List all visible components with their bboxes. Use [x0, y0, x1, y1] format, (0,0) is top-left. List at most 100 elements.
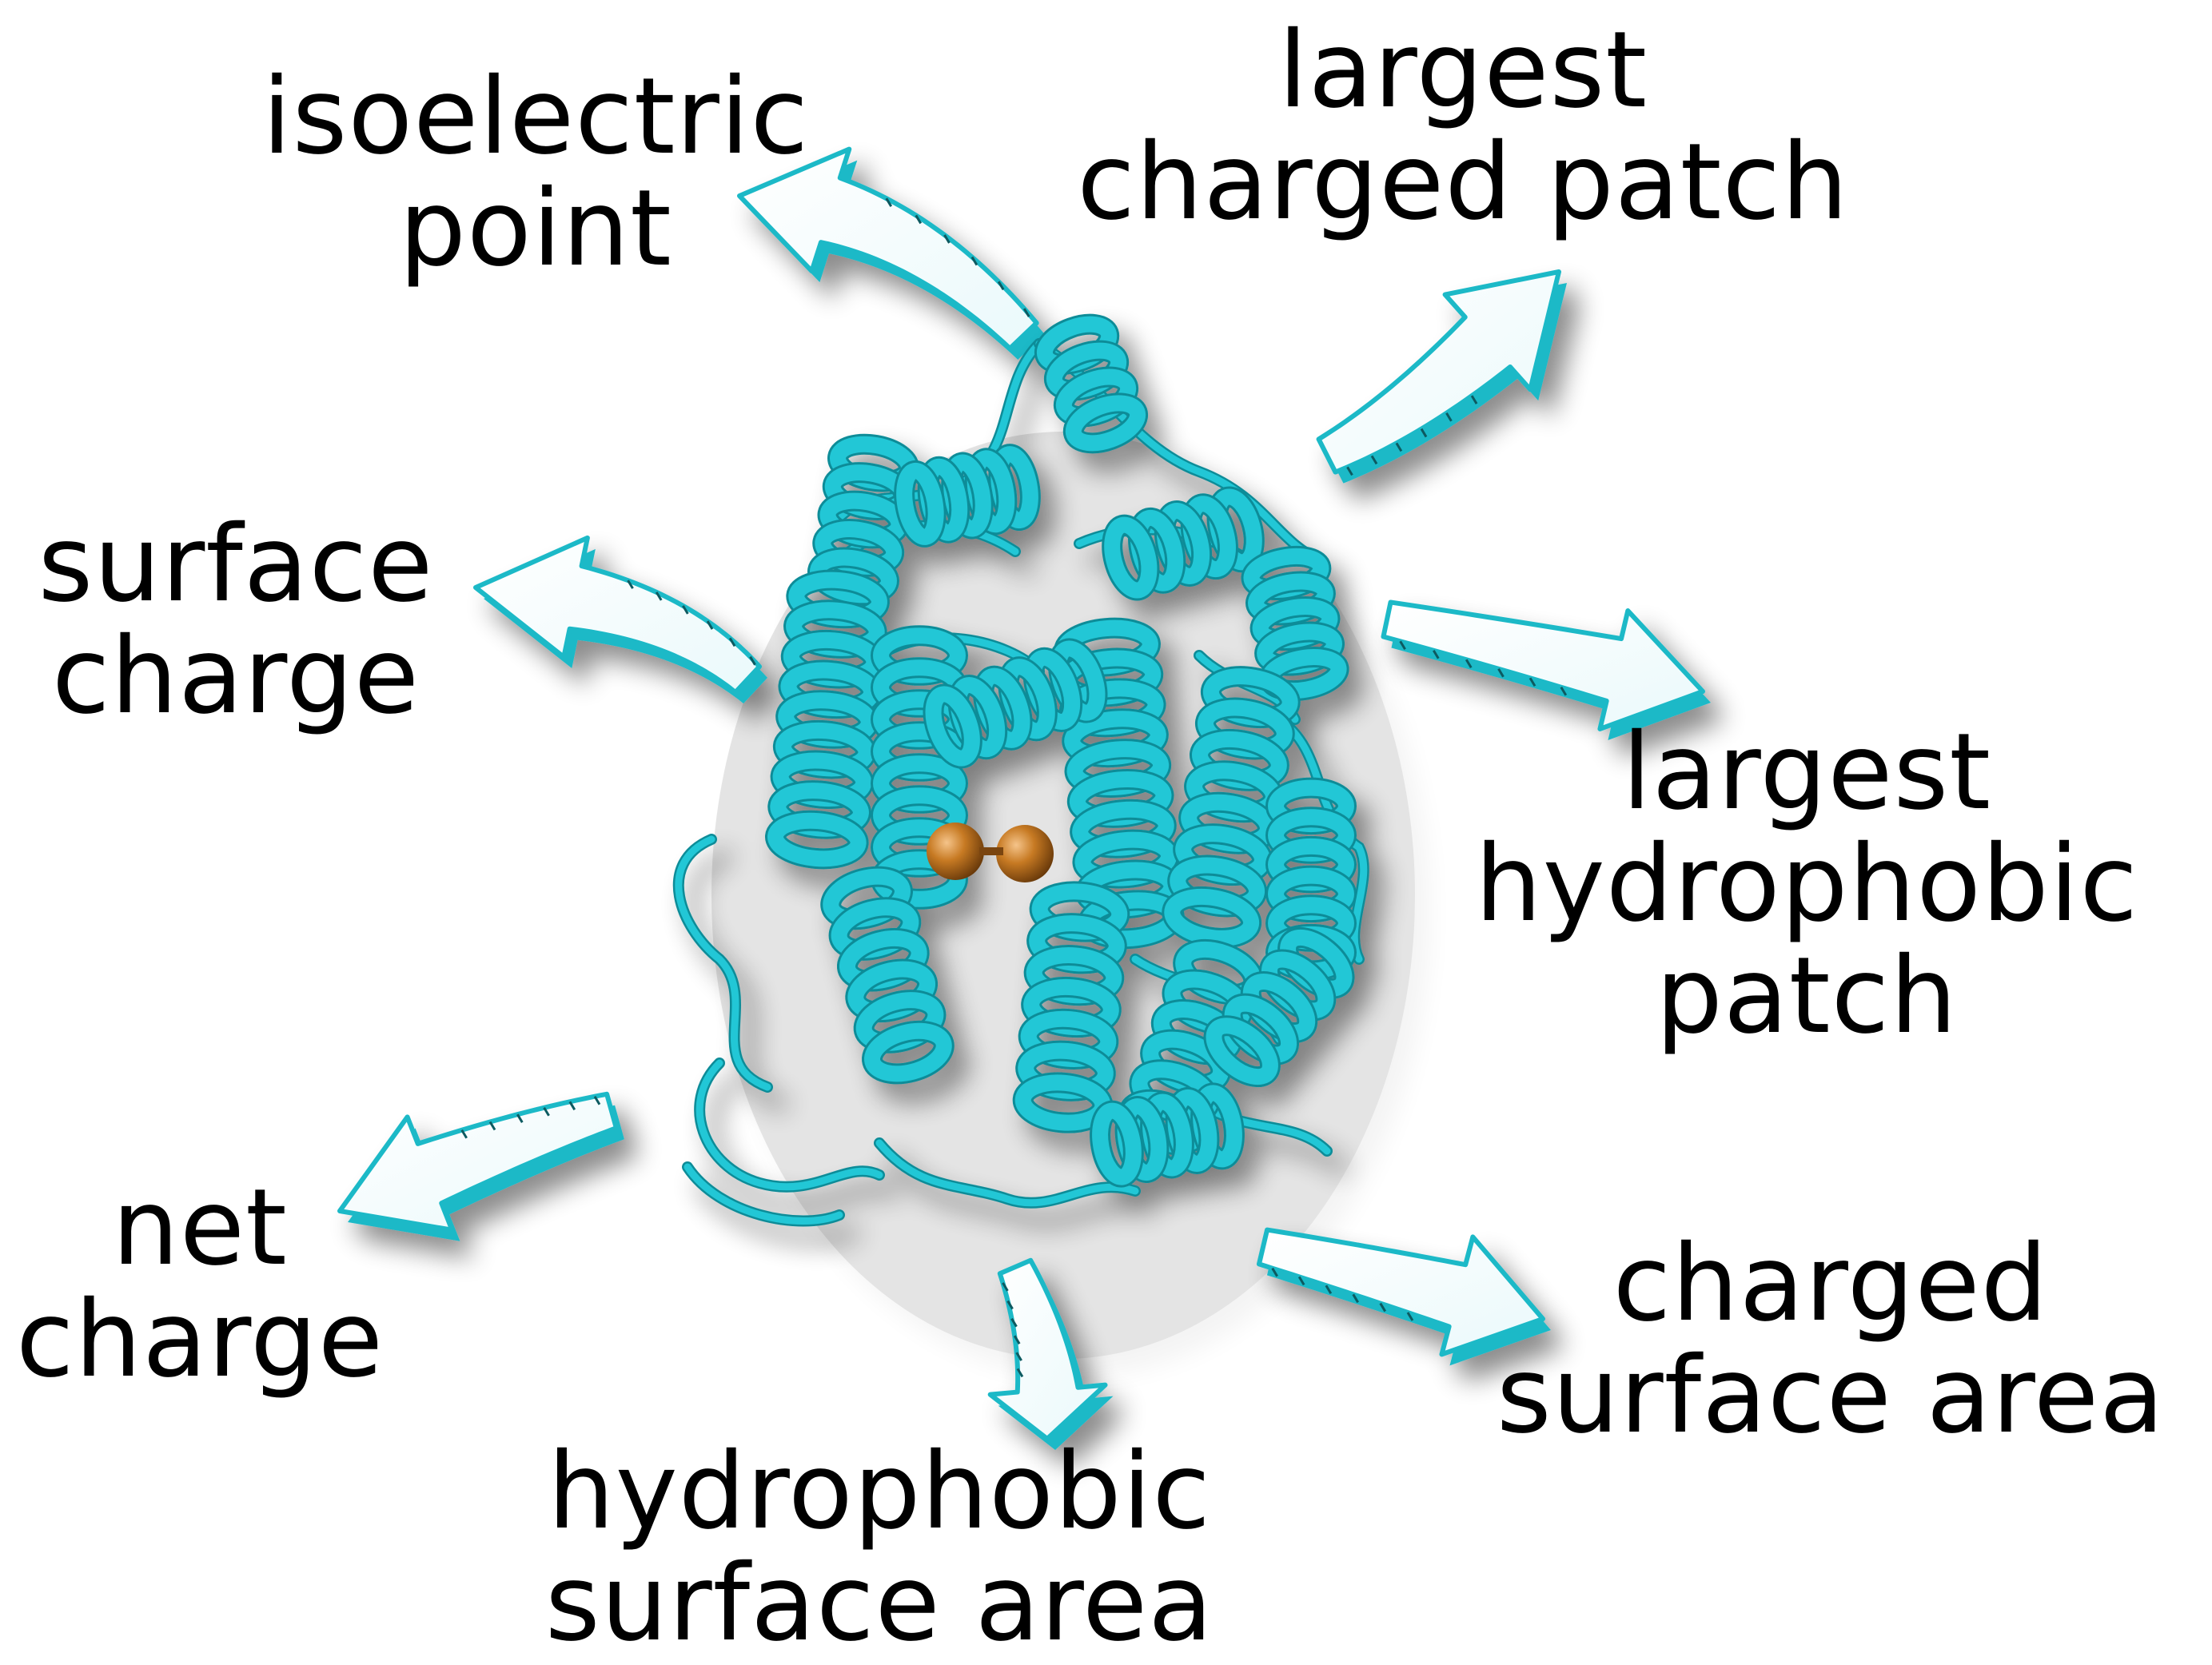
arrow-surface-charge — [473, 535, 768, 704]
arrow-hatch — [1420, 428, 1428, 438]
arrow-hatch — [1013, 1335, 1021, 1344]
arrow-hatch — [885, 197, 893, 207]
ion-bond — [979, 847, 1003, 855]
arrow-hatch — [682, 605, 689, 615]
alpha-helix — [894, 444, 1041, 548]
arrow-isoelectric-point — [737, 146, 1045, 360]
arrow-hatch — [1002, 1282, 1009, 1292]
arrow-hatch — [943, 234, 951, 244]
label-largest-charged-patch: largest charged patch — [1015, 18, 1911, 235]
arrow-hatch — [1370, 455, 1378, 465]
alpha-helix — [1090, 1082, 1245, 1188]
label-line: charge — [15, 1278, 385, 1401]
label-line: charge — [51, 615, 420, 738]
arrow-hatch — [1010, 1317, 1018, 1328]
helix-turn — [1164, 888, 1260, 946]
arrow-hatch — [1395, 442, 1403, 452]
arrow-net-charge — [337, 1091, 624, 1241]
arrow-hatch — [1528, 677, 1536, 687]
label-line: surface area — [1496, 1334, 2166, 1457]
arrow-face — [1316, 269, 1561, 475]
label-line: charged — [1612, 1222, 2049, 1345]
helix-turn — [1065, 395, 1146, 452]
alpha-helix — [1203, 926, 1355, 1088]
label-line: largest — [1621, 711, 1992, 834]
label-line: point — [399, 167, 672, 290]
arrow-hatch — [1016, 1368, 1024, 1378]
arrow-largest-charged-patch — [1316, 269, 1567, 484]
label-line: largest — [1277, 9, 1648, 132]
arrow-hatch — [1325, 1285, 1333, 1294]
arrow-hatch — [1560, 686, 1568, 696]
alpha-helix — [1102, 486, 1265, 601]
arrow-hatch — [1297, 1276, 1305, 1286]
label-line: surface — [38, 503, 434, 626]
arrow-face — [337, 1091, 619, 1233]
arrow-hatch — [1379, 1302, 1387, 1312]
helix-turn — [1206, 1018, 1278, 1085]
sphere-icon — [927, 823, 984, 880]
helix-turn — [767, 812, 867, 867]
label-line: patch — [1656, 934, 1958, 1058]
arrow-charged-surface-area — [1256, 1227, 1551, 1366]
arrow-hatch — [655, 592, 663, 601]
arrow-hatch — [749, 655, 756, 666]
helix-turn — [863, 1022, 952, 1082]
arrow-hatch — [1399, 640, 1406, 651]
arrow-hatch — [997, 281, 1005, 291]
arrow-hatch — [1497, 667, 1505, 678]
arrow-hatch — [1346, 466, 1353, 476]
helix-turn — [925, 686, 980, 767]
arrow-hatch — [915, 214, 923, 225]
coil — [875, 1139, 1139, 1207]
arrow-hatch — [460, 1129, 468, 1139]
arrow-hatch — [1271, 1267, 1278, 1277]
alpha-helix — [1162, 666, 1301, 949]
alpha-helix — [1012, 881, 1130, 1133]
arrow-hatch — [1465, 659, 1473, 669]
arrow-hatch — [728, 637, 736, 647]
arrow-hatch — [1445, 412, 1453, 422]
arrow-hatch — [516, 1113, 524, 1123]
coil — [675, 835, 771, 1091]
arrow-hydrophobic-surface-area — [987, 1257, 1114, 1450]
arrow-hatch — [1406, 1312, 1414, 1321]
arrow-hatch — [593, 1095, 601, 1105]
arrow-hatch — [543, 1107, 550, 1117]
arrow-largest-hydrophobic-patch — [1381, 599, 1711, 740]
helix-turn — [896, 462, 944, 545]
helix-turn — [1104, 516, 1158, 599]
alpha-helix — [1034, 313, 1149, 454]
label-line: hydrophobic — [548, 1430, 1211, 1553]
label-hydrophobic-surface-area: hydrophobic surface area — [480, 1439, 1279, 1656]
arrows-group — [337, 146, 1711, 1450]
helix-turn — [1092, 1102, 1142, 1185]
arrow-hatch — [488, 1121, 496, 1131]
arrow-hatch — [627, 580, 634, 589]
arrow-hatch — [1015, 1352, 1022, 1361]
label-line: isoelectric — [261, 55, 810, 178]
label-isoelectric-point: isoelectric point — [240, 64, 831, 281]
alpha-helix — [820, 866, 955, 1085]
coil — [684, 1163, 843, 1225]
arrow-hatch — [568, 1101, 576, 1111]
coil — [695, 1059, 883, 1191]
helix-turn — [810, 549, 897, 603]
label-surface-charge: surface charge — [12, 512, 460, 729]
arrow-hatch — [706, 620, 714, 630]
label-line: surface area — [544, 1542, 1214, 1665]
label-net-charge: net charge — [0, 1175, 400, 1392]
arrow-hatch — [1433, 650, 1440, 659]
alpha-helix — [923, 638, 1108, 769]
sphere-icon — [996, 825, 1054, 882]
label-charged-surface-area: charged surface area — [1455, 1231, 2206, 1448]
label-line: hydrophobic — [1475, 823, 2138, 946]
arrow-face — [473, 535, 763, 695]
alpha-helix — [1241, 545, 1349, 702]
label-line: charged patch — [1077, 121, 1849, 244]
arrow-hatch — [970, 256, 978, 266]
arrow-hatch — [1470, 395, 1478, 404]
arrow-hatch — [1352, 1293, 1359, 1304]
